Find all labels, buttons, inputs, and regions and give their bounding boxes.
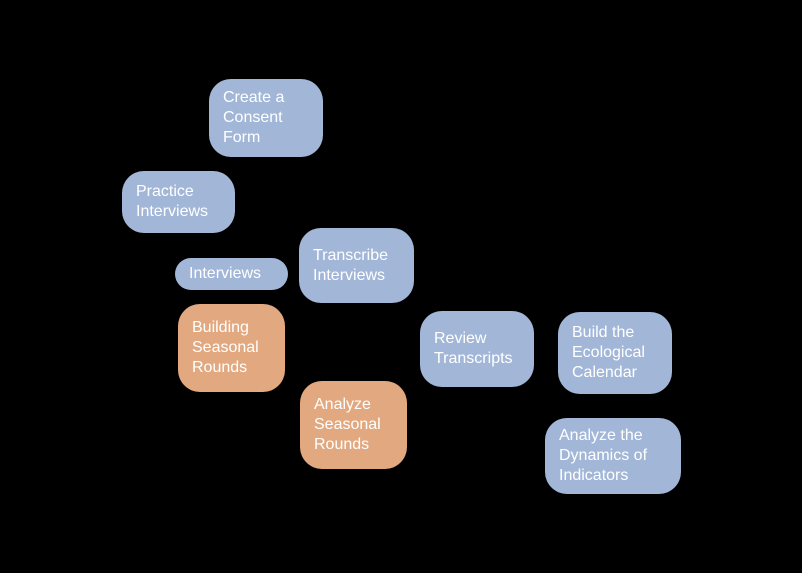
node-transcribe-interviews: Transcribe Interviews xyxy=(299,228,414,303)
node-label: Building Seasonal Rounds xyxy=(192,319,259,376)
node-building-seasonal-rounds: Building Seasonal Rounds xyxy=(178,304,285,392)
node-review-transcripts: Review Transcripts xyxy=(420,311,534,387)
node-label: Interviews xyxy=(189,265,262,282)
node-analyze-seasonal-rounds: Analyze Seasonal Rounds xyxy=(300,381,407,469)
node-label: Practice Interviews xyxy=(136,183,209,220)
node-label: Transcribe Interviews xyxy=(313,246,388,284)
node-practice-interviews: Practice Interviews xyxy=(122,171,235,233)
node-build-ecological-calendar: Build the Ecological Calendar xyxy=(558,312,672,394)
node-create-consent-form: Create a Consent Form xyxy=(209,79,323,157)
node-interviews: Interviews xyxy=(175,258,288,290)
node-label: Build the Ecological Calendar xyxy=(572,324,645,381)
node-label: Create a Consent Form xyxy=(223,89,285,146)
node-label: Analyze the Dynamics of Indicators xyxy=(559,427,648,484)
node-label: Review Transcripts xyxy=(434,330,513,367)
node-label: Analyze Seasonal Rounds xyxy=(314,396,381,453)
node-analyze-dynamics-of-indicators: Analyze the Dynamics of Indicators xyxy=(545,418,681,494)
